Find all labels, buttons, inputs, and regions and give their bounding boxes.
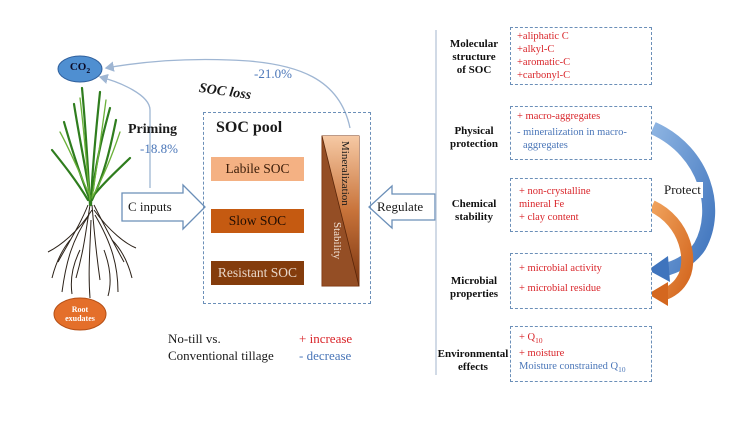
prop-microbial-residue: + microbial residue <box>519 283 601 294</box>
prop-non-crystalline: + non-crystalline <box>519 186 591 197</box>
split-diagonal <box>321 135 360 287</box>
co2-ellipse <box>57 55 103 83</box>
protect-blue-arrow <box>650 122 716 277</box>
prop-moisture: + moisture <box>519 348 565 360</box>
co2-label: CO2 <box>69 61 91 76</box>
prop-carbonyl: +carbonyl-C <box>517 70 571 81</box>
prop-mineral-fe: mineral Fe <box>519 199 565 210</box>
legend-line2: Conventional tillage <box>168 348 274 363</box>
factor-physical-protection: Physical protection <box>449 125 499 150</box>
protect-orange-arrow <box>649 200 694 300</box>
resistant-soc-box: Resistant SOC <box>211 261 304 285</box>
plant-leaves-light <box>59 97 121 201</box>
prop-q10: + Q10 <box>519 332 543 346</box>
legend-increase: + increase <box>299 331 353 346</box>
prop-mineralization-macro: - mineralization in macro- <box>517 127 627 138</box>
legend-line1: No-till vs. <box>168 331 221 346</box>
regulate-label: Regulate <box>377 199 424 214</box>
prop-alkyl: +alkyl-C <box>517 44 555 55</box>
prop-clay-content: + clay content <box>519 212 579 223</box>
prop-aromatic: +aromatic-C <box>517 57 571 68</box>
slow-soc-box: Slow SOC <box>211 209 304 233</box>
root-exudates-ellipse <box>53 297 107 331</box>
mineralization-label: Mineralization <box>339 141 351 206</box>
molecular-structure-box: +aliphatic C +alkyl-C +aromatic-C +carbo… <box>510 27 652 85</box>
c-inputs-label: C inputs <box>128 199 172 214</box>
protect-orange-arrowhead <box>648 282 668 306</box>
prop-microbial-activity: + microbial activity <box>519 263 602 274</box>
factor-environmental-effects: Environmental effects <box>437 348 509 373</box>
root-exudates-label: Root exudates <box>65 305 95 323</box>
soc-pool-box: SOC pool <box>203 112 371 304</box>
chemical-stability-box: + non-crystalline mineral Fe + clay cont… <box>510 178 652 232</box>
priming-label: Priming <box>128 122 177 137</box>
prop-moisture-constrained-q10: Moisture constrained Q10 <box>519 361 626 375</box>
labile-soc-box: Labile SOC <box>211 157 304 181</box>
prop-macro-aggregates: + macro-aggregates <box>517 111 601 122</box>
soc-loss-arrow <box>104 58 351 129</box>
regulate-arrow <box>368 184 436 230</box>
legend-decrease: - decrease <box>299 348 352 363</box>
factor-molecular-structure: Molecular structure of SOC <box>449 38 499 76</box>
protect-label: Protect <box>662 182 703 198</box>
soc-pool-title: SOC pool <box>216 119 283 136</box>
c-inputs-arrow <box>121 183 206 231</box>
physical-protection-box: + macro-aggregates - mineralization in m… <box>510 106 652 160</box>
priming-arrow <box>98 73 151 188</box>
protect-blue-arrowhead <box>648 256 670 282</box>
priming-value: -18.8% <box>140 141 178 156</box>
factor-chemical-stability: Chemical stability <box>451 198 497 223</box>
microbial-properties-box: + microbial activity + microbial residue <box>510 253 652 309</box>
plant-roots <box>47 204 137 299</box>
stability-label: Stability <box>331 222 343 260</box>
prop-aliphatic: +aliphatic C <box>517 31 569 42</box>
factor-microbial-properties: Microbial properties <box>449 275 499 300</box>
soc-loss-value: -21.0% <box>254 66 292 81</box>
prop-aggregates-cont: aggregates <box>523 140 568 151</box>
environmental-effects-box: + Q10 + moisture Moisture constrained Q1… <box>510 326 652 382</box>
plant-leaves <box>50 86 132 207</box>
